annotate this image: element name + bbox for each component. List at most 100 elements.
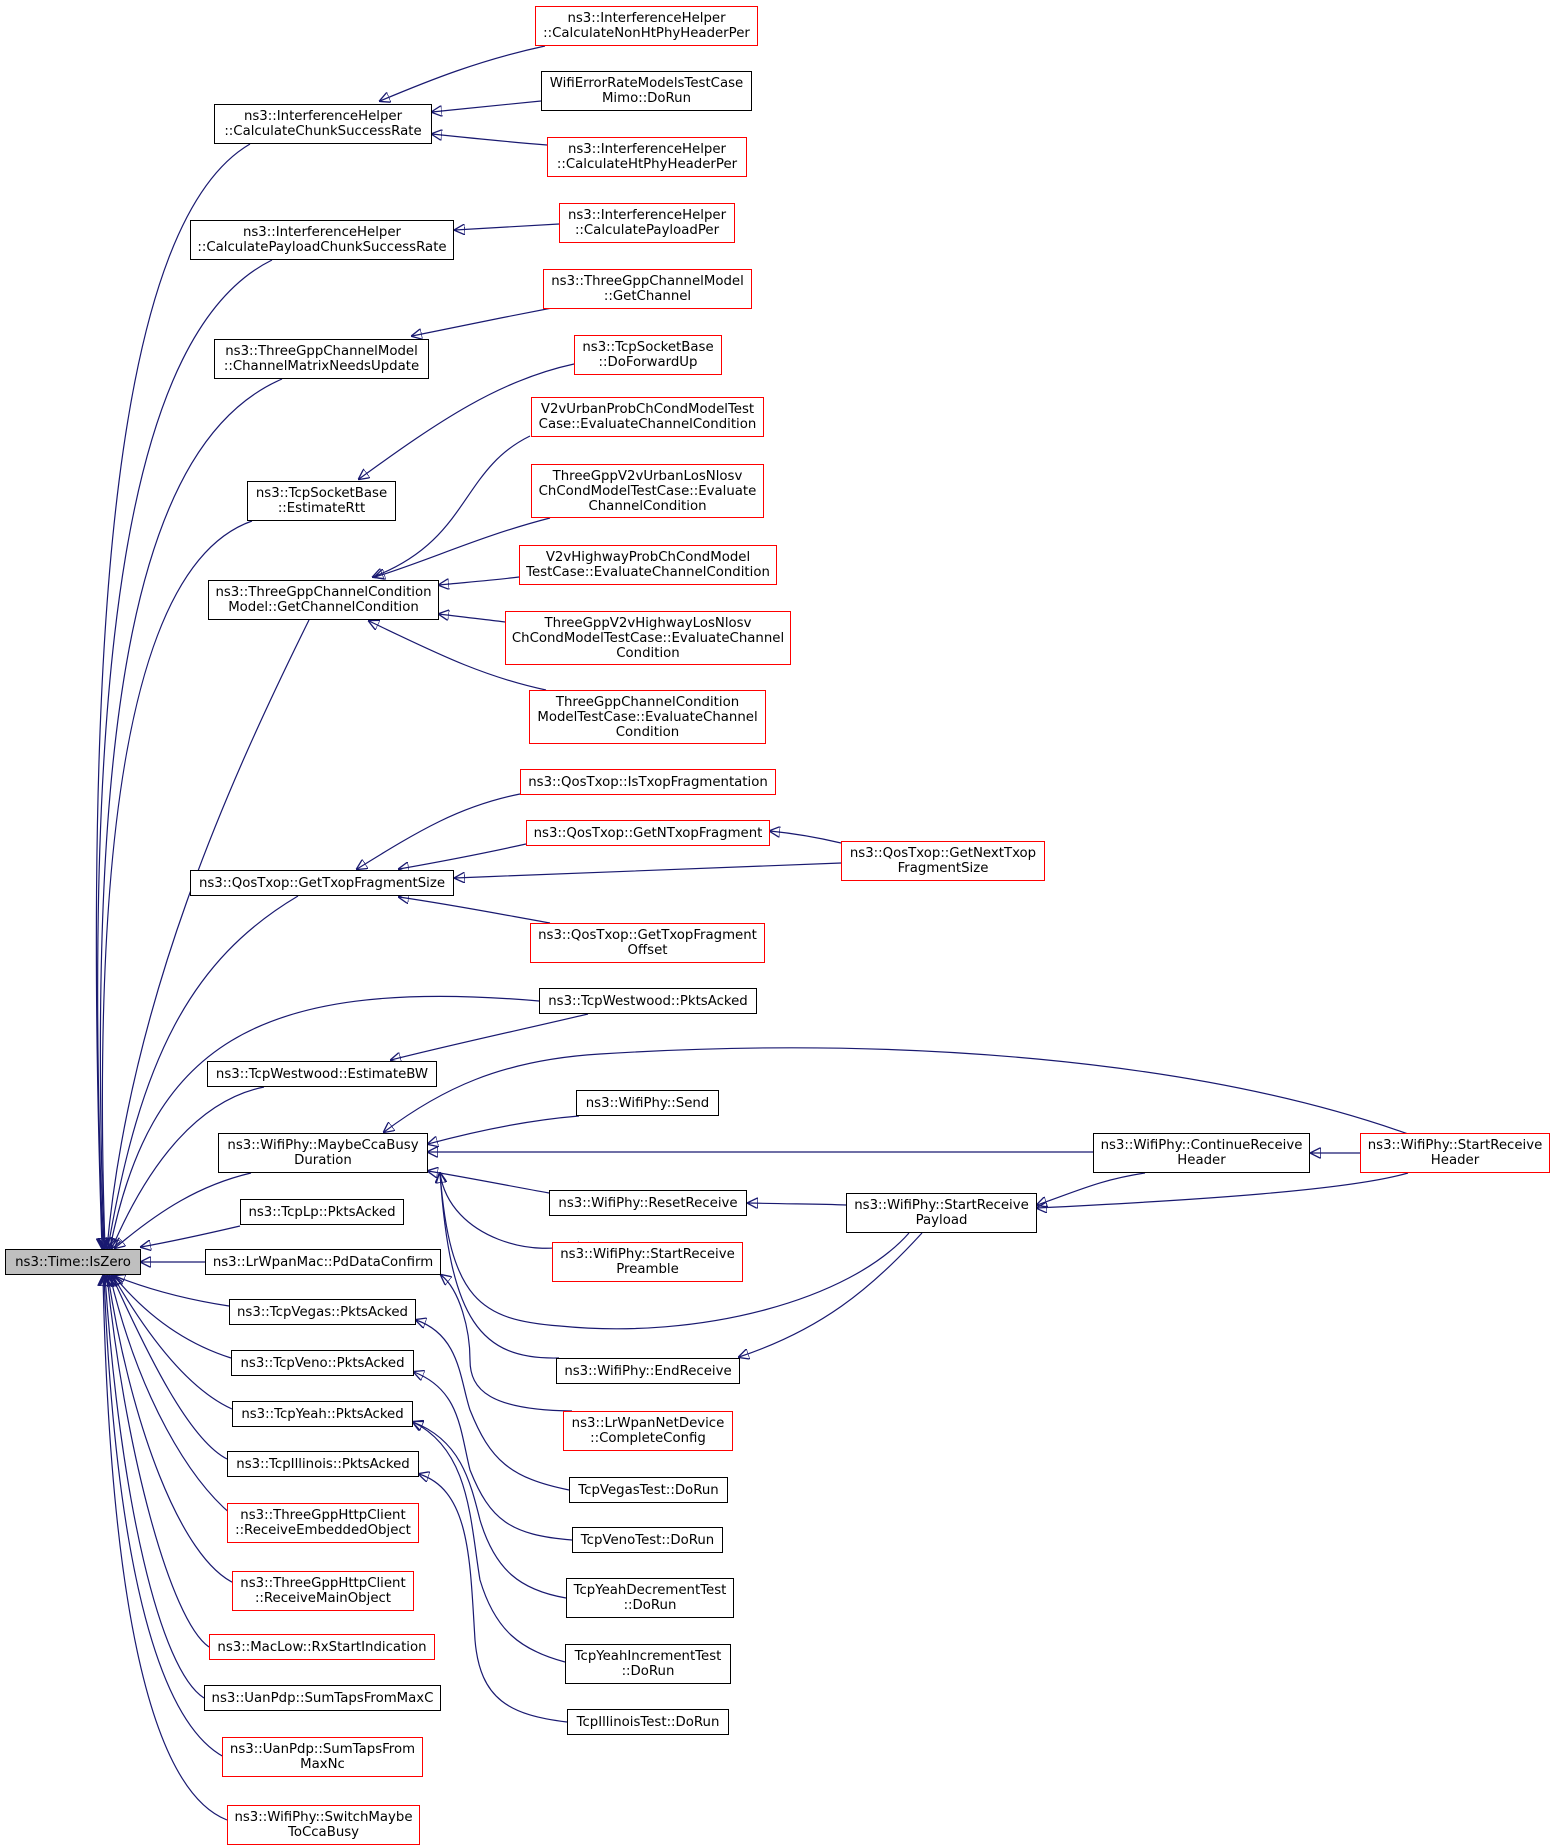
call-edge [748,1203,847,1205]
call-edge [97,259,273,1248]
node-tcpyeah-decrement-test-dorun[interactable]: TcpYeahDecrementTest ::DoRun [566,1578,734,1618]
call-edge [114,1276,232,1359]
node-threegpp-channel-matrix-needs-update[interactable]: ns3::ThreeGppChannelModel ::ChannelMatri… [214,339,429,379]
call-edge [359,363,575,479]
call-edge [100,378,283,1248]
node-tcpwestwood-estimatebw[interactable]: ns3::TcpWestwood::EstimateBW [207,1061,437,1087]
node-threegpp-v2v-urban-los-evaluate[interactable]: ThreeGppV2vUrbanLosNlosv ChCondModelTest… [531,464,764,518]
node-tcpyeah-pktsacked[interactable]: ns3::TcpYeah::PktsAcked [232,1401,413,1427]
call-edge [103,1276,228,1821]
call-edge [110,1276,233,1516]
call-edge [440,1173,910,1330]
call-edge [391,1013,589,1060]
node-wifiphy-start-receive-header[interactable]: ns3::WifiPhy::StartReceive Header [1360,1133,1550,1173]
node-wifi-error-rate-mimo-dorun[interactable]: WifiErrorRateModelsTestCase Mimo::DoRun [541,71,752,111]
node-calculate-ht-phy-header-per[interactable]: ns3::InterferenceHelper ::CalculateHtPhy… [547,137,747,177]
call-edge [428,1171,550,1194]
node-tcpwestwood-pktsacked[interactable]: ns3::TcpWestwood::PktsAcked [539,988,757,1014]
call-edge [115,1276,230,1307]
node-wifiphy-continue-receive-header[interactable]: ns3::WifiPhy::ContinueReceive Header [1093,1133,1310,1173]
node-wifiphy-end-receive[interactable]: ns3::WifiPhy::EndReceive [556,1358,740,1384]
node-uanpdp-sum-taps-from-maxnc[interactable]: ns3::UanPdp::SumTapsFrom MaxNc [222,1737,423,1777]
call-edge [413,1422,567,1599]
call-edge [113,1276,233,1410]
node-threegpp-get-channel-condition[interactable]: ns3::ThreeGppChannelCondition Model::Get… [208,580,439,620]
node-qostxop-is-txop-fragmentation[interactable]: ns3::QosTxop::IsTxopFragmentation [520,769,776,795]
call-edge [432,134,548,146]
call-edge [112,1086,265,1248]
call-edge [95,143,251,1248]
node-wifiphy-send[interactable]: ns3::WifiPhy::Send [576,1090,719,1116]
call-edge [104,1276,225,1758]
node-uanpdp-sum-taps-from-maxc[interactable]: ns3::UanPdp::SumTapsFromMaxC [204,1685,441,1711]
call-edge [432,100,542,112]
node-calculate-payload-per[interactable]: ns3::InterferenceHelper ::CalculatePaylo… [559,203,735,243]
call-edge [110,995,540,1248]
call-edge [399,897,551,924]
node-v2v-urban-prob-evaluate[interactable]: V2vUrbanProbChCondModelTest Case::Evalua… [531,397,764,437]
node-wifiphy-maybe-cca-busy-duration[interactable]: ns3::WifiPhy::MaybeCcaBusy Duration [218,1133,428,1173]
node-wifiphy-start-receive-payload[interactable]: ns3::WifiPhy::StartReceive Payload [846,1193,1037,1233]
node-maclow-rx-start-indication[interactable]: ns3::MacLow::RxStartIndication [209,1634,435,1660]
node-threegpp-condition-test-evaluate[interactable]: ThreeGppChannelCondition ModelTestCase::… [529,690,766,744]
node-threegpp-channel-model-getchannel[interactable]: ns3::ThreeGppChannelModel ::GetChannel [543,269,752,309]
node-lrwpan-netdevice-complete-config[interactable]: ns3::LrWpanNetDevice ::CompleteConfig [563,1411,733,1451]
node-threegpp-v2v-highway-los-evaluate[interactable]: ThreeGppV2vHighwayLosNlosv ChCondModelTe… [505,611,791,665]
call-edge [1037,1172,1409,1208]
node-tcplp-pktsacked[interactable]: ns3::TcpLp::PktsAcked [240,1199,404,1225]
node-tcpillinoistest-dorun[interactable]: TcpIllinoisTest::DoRun [567,1709,729,1735]
node-wifiphy-switch-maybe-to-cca-busy[interactable]: ns3::WifiPhy::SwitchMaybe ToCcaBusy [227,1805,420,1845]
call-edge [455,223,560,230]
node-lrwpanmac-pddataconfirm[interactable]: ns3::LrWpanMac::PdDataConfirm [205,1249,441,1275]
call-edge [440,1173,560,1359]
node-qostxop-get-txop-fragment-size[interactable]: ns3::QosTxop::GetTxopFragmentSize [190,870,454,896]
node-v2v-highway-prob-evaluate[interactable]: V2vHighwayProbChCondModel TestCase::Eval… [519,545,777,585]
call-edge [107,619,310,1248]
call-edge [455,862,842,878]
call-edge [102,520,253,1248]
node-http-client-receive-embedded-object[interactable]: ns3::ThreeGppHttpClient ::ReceiveEmbedde… [227,1503,419,1543]
node-calculate-nonht-phy-header-per[interactable]: ns3::InterferenceHelper ::CalculateNonHt… [535,6,758,46]
node-qostxop-get-txop-fragment-offset[interactable]: ns3::QosTxop::GetTxopFragment Offset [530,923,765,963]
call-edge [375,517,551,577]
node-qostxop-get-next-txop-fragment-size[interactable]: ns3::QosTxop::GetNextTxop FragmentSize [841,841,1045,881]
call-edge [112,1276,228,1460]
call-edge [141,1225,241,1247]
node-http-client-receive-main-object[interactable]: ns3::ThreeGppHttpClient ::ReceiveMainObj… [232,1571,414,1611]
node-calculate-payload-chunk-success-rate[interactable]: ns3::InterferenceHelper ::CalculatePaylo… [190,220,454,260]
call-edge [105,1276,205,1699]
call-edge [107,1276,210,1648]
node-qostxop-get-n-txop-fragment[interactable]: ns3::QosTxop::GetNTxopFragment [526,820,770,846]
node-tcpillinois-pktsacked[interactable]: ns3::TcpIllinois::PktsAcked [227,1451,419,1477]
call-edge [380,45,546,101]
call-edge [357,793,521,869]
call-edge [739,1232,923,1357]
call-edge [439,576,520,585]
call-edge [416,1320,570,1491]
node-calculate-chunk-success-rate[interactable]: ns3::InterferenceHelper ::CalculateChunk… [214,104,432,144]
call-edge [441,1275,573,1412]
call-edge [399,843,527,869]
call-edge [1037,1172,1146,1205]
node-tcp-socket-base-estimatertt[interactable]: ns3::TcpSocketBase ::EstimateRtt [247,481,396,521]
node-tcpveno-pktsacked[interactable]: ns3::TcpVeno::PktsAcked [231,1350,414,1376]
node-tcpyeah-increment-test-dorun[interactable]: TcpYeahIncrementTest ::DoRun [565,1644,731,1684]
call-edge [412,306,558,336]
call-edge [384,1047,1409,1135]
call-edge [413,1422,566,1663]
node-wifiphy-start-receive-preamble[interactable]: ns3::WifiPhy::StartReceive Preamble [552,1242,743,1282]
node-wifiphy-reset-receive[interactable]: ns3::WifiPhy::ResetReceive [549,1190,747,1216]
call-edge [108,1276,237,1585]
node-tcp-socket-base-doforwardup[interactable]: ns3::TcpSocketBase ::DoForwardUp [574,335,722,375]
node-tcpvegas-pktsacked[interactable]: ns3::TcpVegas::PktsAcked [229,1299,416,1325]
node-time-iszero: ns3::Time::IsZero [5,1249,141,1275]
call-edge [770,831,842,844]
node-tcpvenotest-dorun[interactable]: TcpVenoTest::DoRun [572,1527,723,1553]
call-edge [369,621,547,691]
node-tcpvegastest-dorun[interactable]: TcpVegasTest::DoRun [569,1477,728,1503]
call-edge [428,1115,580,1144]
call-edge [419,1474,568,1723]
call-edge [115,1172,252,1248]
